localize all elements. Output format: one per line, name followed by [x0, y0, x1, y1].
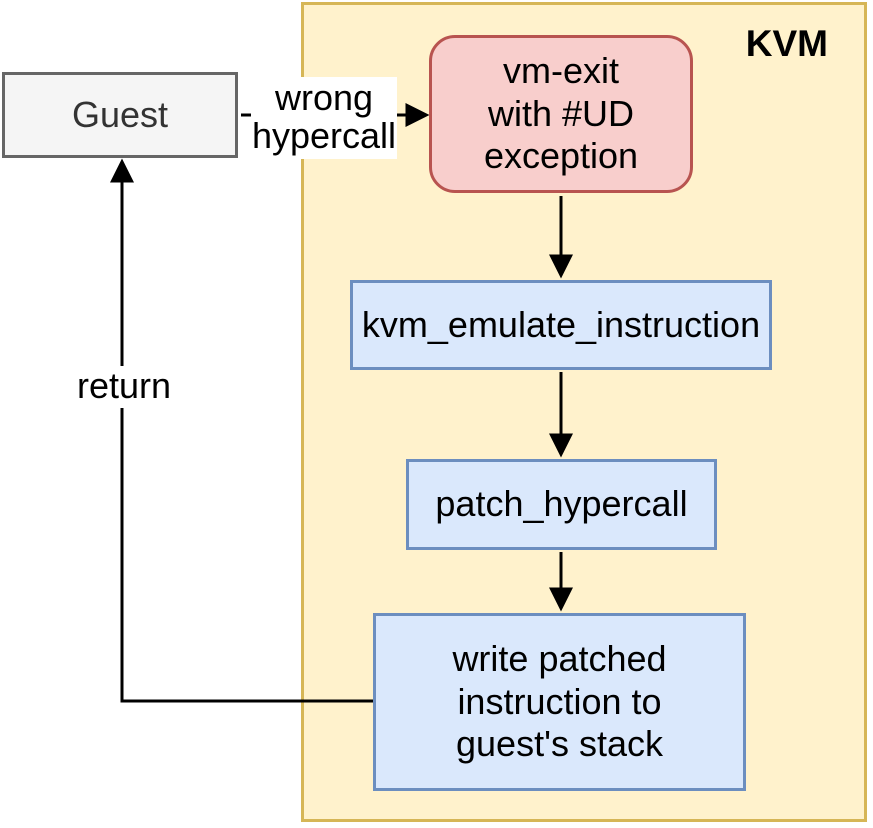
- edge-label-return: return: [72, 366, 176, 408]
- node-vm-exit-ud-exception: vm-exit with #UD exception: [429, 35, 693, 193]
- edge-label-wrong-hypercall: wrong hypercall: [251, 77, 397, 159]
- node-write-patched-instruction: write patched instruction to guest's sta…: [373, 613, 746, 791]
- node-patch-hypercall: patch_hypercall: [406, 459, 717, 550]
- kvm-region-label: KVM: [745, 23, 828, 64]
- node-guest: Guest: [2, 72, 238, 158]
- node-kvm-emulate-instruction: kvm_emulate_instruction: [350, 280, 772, 370]
